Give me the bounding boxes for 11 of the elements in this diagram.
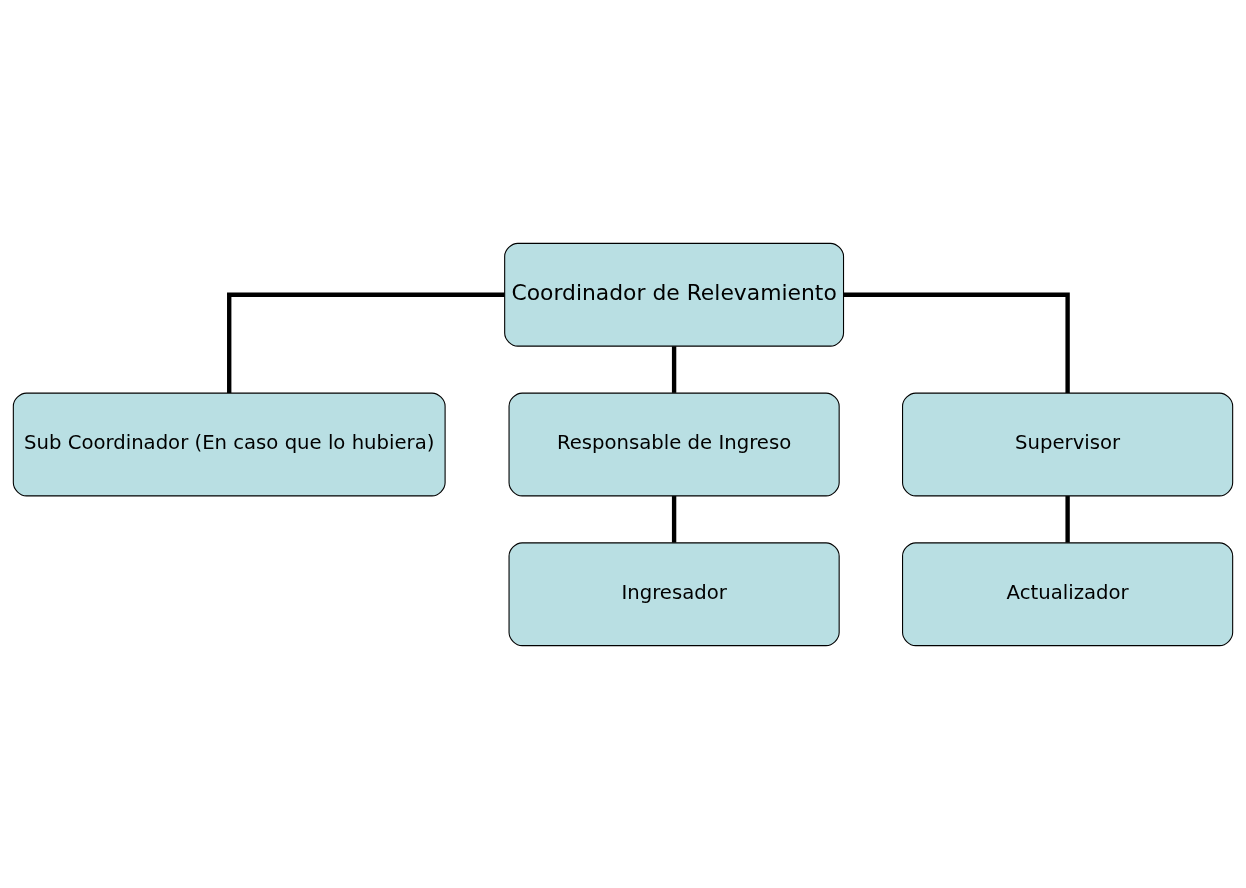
node-box: Actualizador xyxy=(902,541,1234,646)
node-box: Coordinador de Relevamiento xyxy=(504,242,845,347)
connector xyxy=(1065,495,1070,543)
node-box: Responsable de Ingreso xyxy=(508,392,840,496)
node-box: Ingresador xyxy=(508,541,840,646)
node-box: Sub Coordinador (En caso que lo hubiera) xyxy=(12,392,446,496)
connector xyxy=(843,292,1070,393)
connector xyxy=(671,345,677,393)
connector xyxy=(227,292,505,393)
connector xyxy=(671,495,677,543)
node-box: Supervisor xyxy=(902,392,1234,496)
